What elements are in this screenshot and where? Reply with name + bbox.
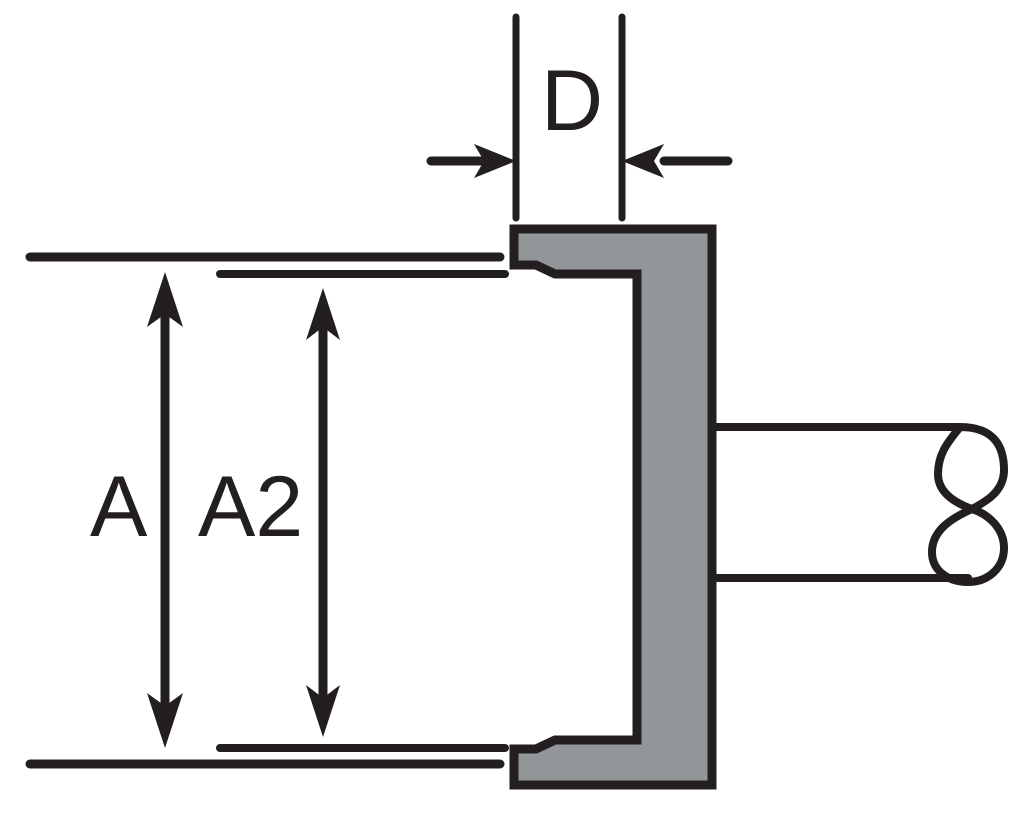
a2-dimension-group: A2 (198, 270, 509, 752)
d-dimension-label: D (541, 53, 603, 149)
d-dimension-group: D (426, 13, 733, 222)
arrow-up-icon (306, 288, 340, 340)
a-dimension-label: A (90, 459, 148, 555)
d-arrow-left-head (474, 144, 516, 178)
arrow-down-icon (306, 685, 340, 737)
arrow-up-icon (147, 272, 183, 327)
d-arrow-right-head (622, 144, 664, 178)
a-dimension-group: A (25, 252, 505, 769)
arrow-down-icon (147, 693, 183, 748)
shaft-with-break-line (712, 423, 1008, 586)
break-line-icon (928, 423, 1008, 586)
flanged-sleeve-section (509, 224, 717, 790)
a2-dimension-label: A2 (198, 459, 303, 555)
